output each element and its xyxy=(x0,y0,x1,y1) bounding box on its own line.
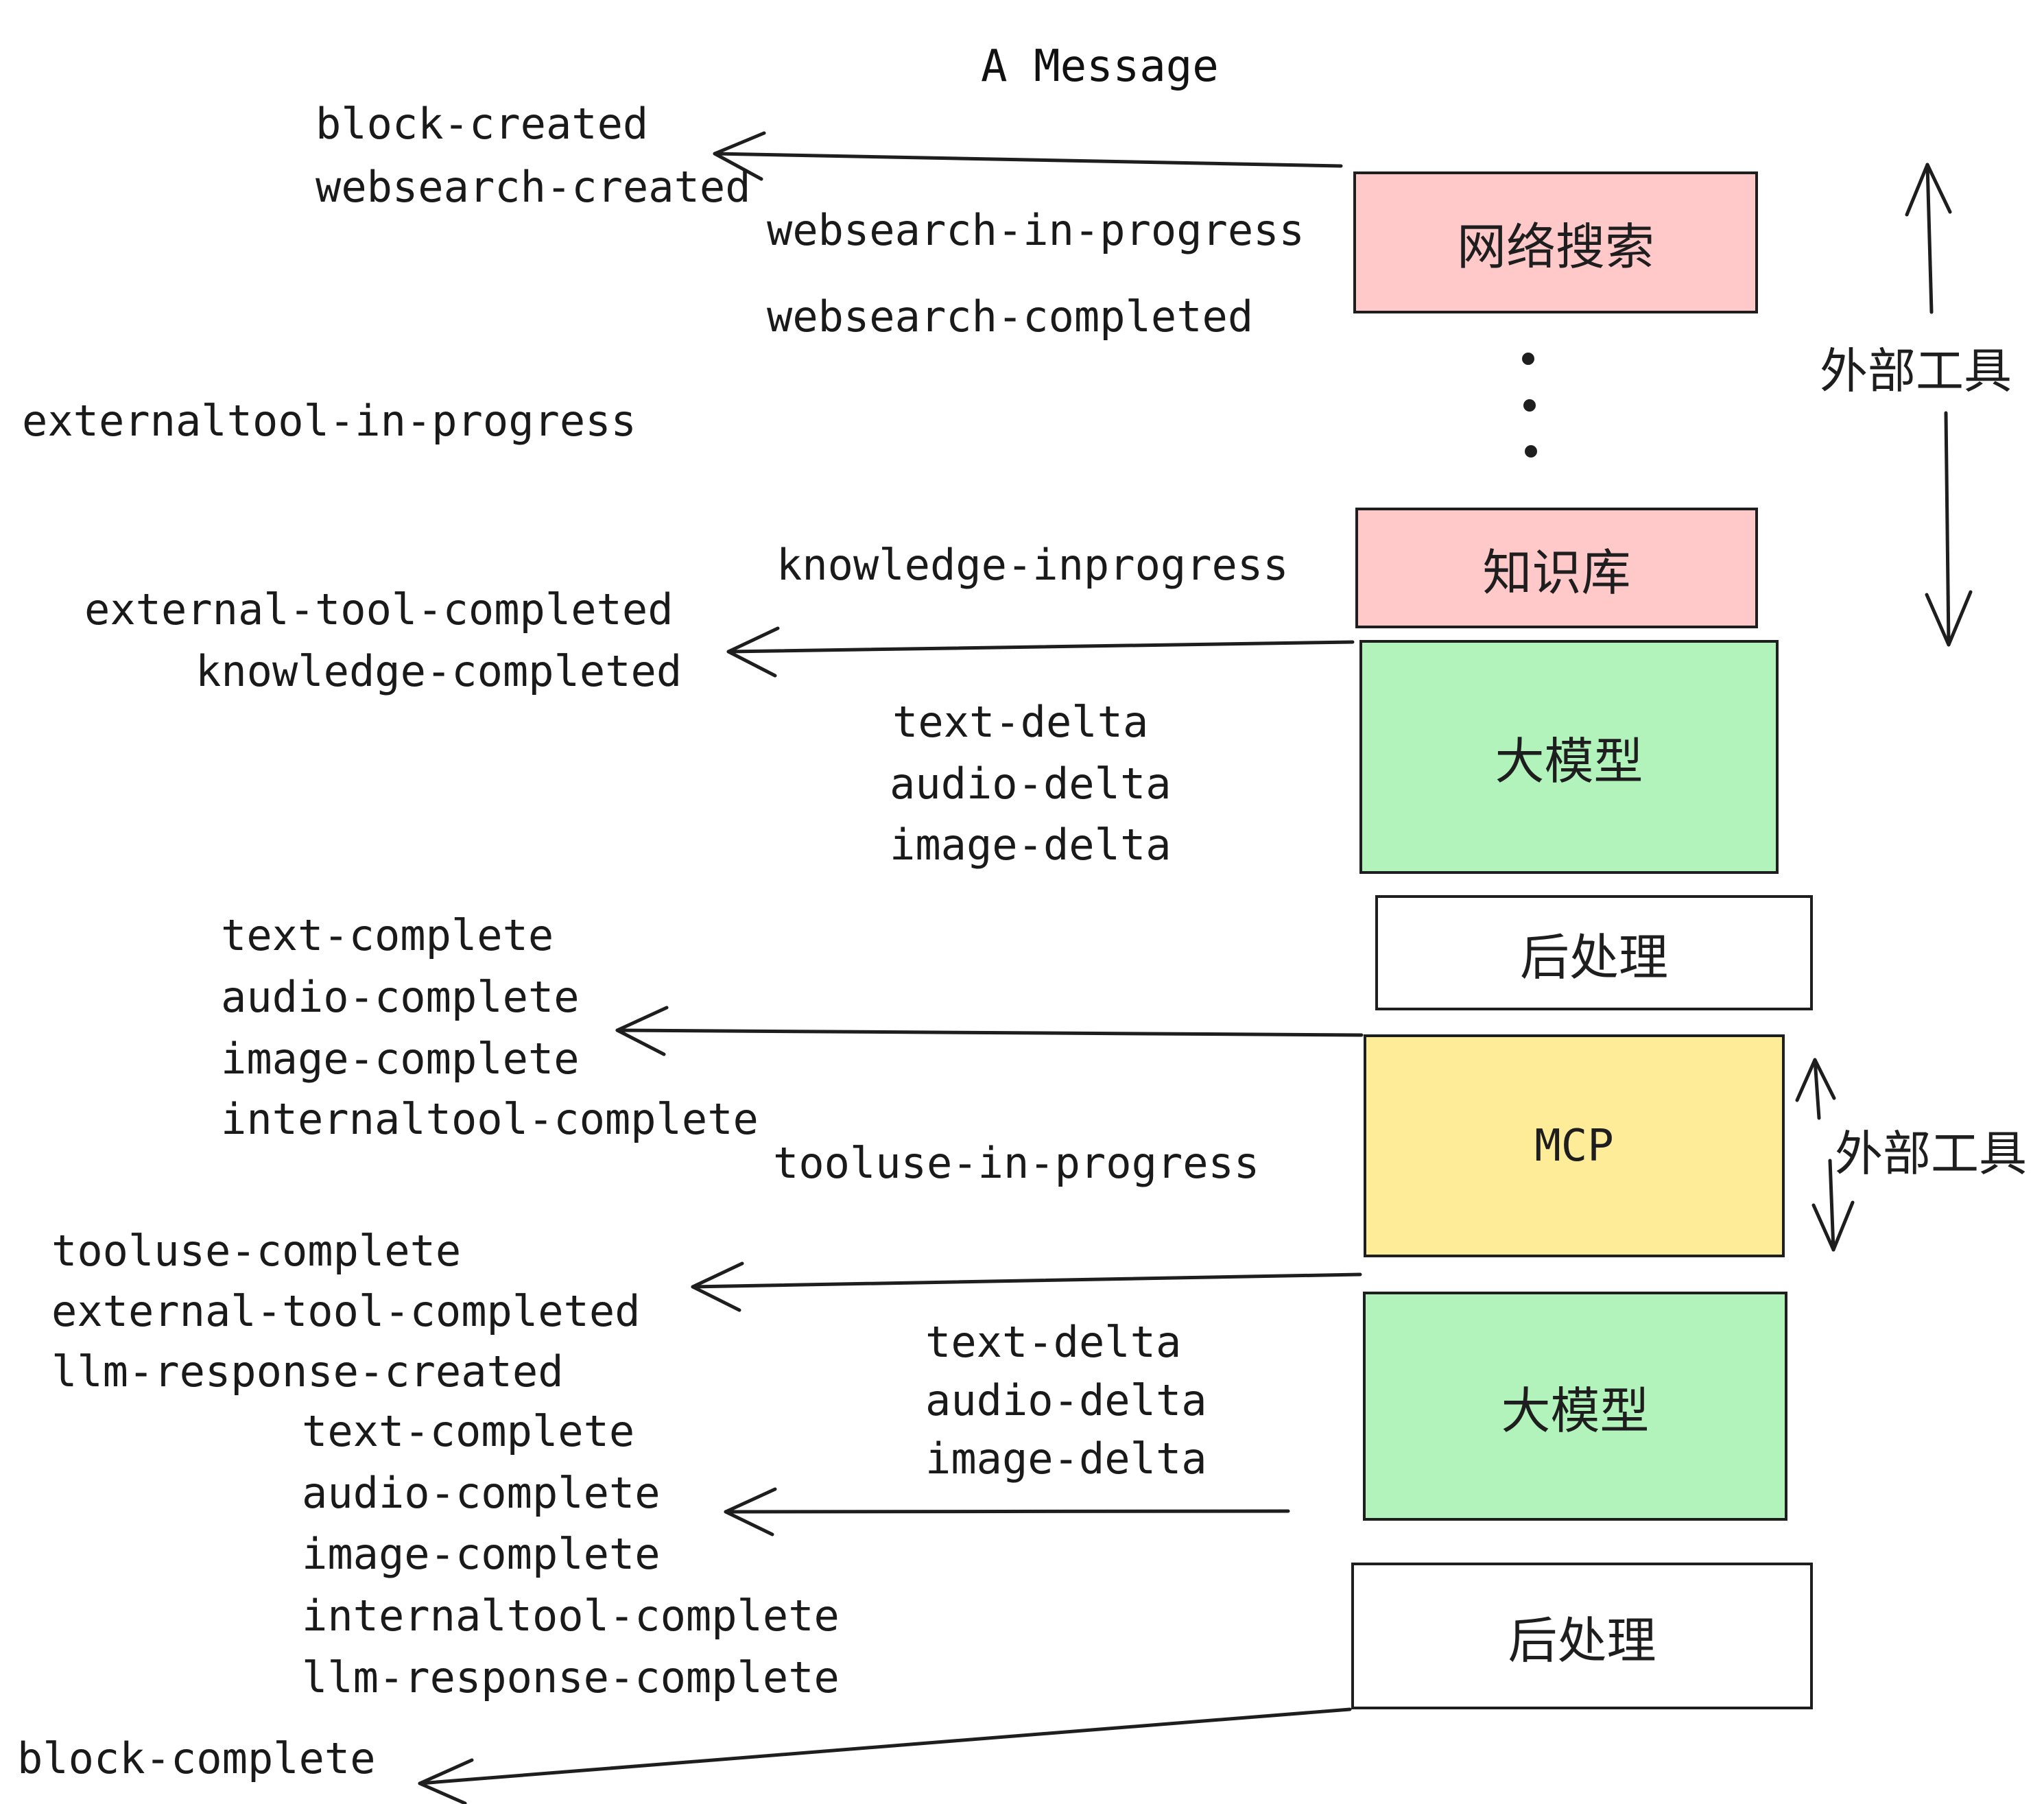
ellipsis-dots xyxy=(1522,353,1537,458)
node-llm-1: 大模型 xyxy=(1359,640,1779,874)
arrow-mcp-external-down xyxy=(1811,1159,1855,1252)
node-websearch: 网络搜索 xyxy=(1353,171,1758,313)
event-label-audio-delta-1: audio-delta xyxy=(890,759,1172,809)
event-label-block-complete: block-complete xyxy=(17,1733,376,1783)
event-label-websearch-completed: websearch-completed xyxy=(767,292,1254,342)
node-websearch-label: 网络搜索 xyxy=(1456,218,1654,276)
arrow-llm2-to-audio-complete xyxy=(724,1487,1290,1536)
arrow-external-tools-up xyxy=(1905,163,1952,314)
event-label-tooluse-complete: tooluse-complete xyxy=(51,1226,462,1276)
event-label-text-complete-1: text-complete xyxy=(221,910,554,960)
diagram-title: A Message xyxy=(981,41,1219,92)
event-label-audio-complete-1: audio-complete xyxy=(221,972,580,1022)
event-label-external-tool-completed-1: external-tool-completed xyxy=(84,584,674,634)
node-llm-2: 大模型 xyxy=(1363,1292,1787,1521)
arrow-mcp-external-up xyxy=(1795,1058,1836,1120)
node-mcp: MCP xyxy=(1364,1034,1785,1257)
node-postprocess-1: 后处理 xyxy=(1375,895,1813,1010)
event-label-image-delta-1: image-delta xyxy=(890,820,1172,870)
event-label-text-delta-2: text-delta xyxy=(925,1317,1182,1367)
event-label-audio-complete-2: audio-complete xyxy=(302,1468,661,1518)
event-label-image-complete-2: image-complete xyxy=(302,1529,661,1579)
event-label-tooluse-in-progress: tooluse-in-progress xyxy=(773,1138,1260,1188)
event-label-image-delta-2: image-delta xyxy=(925,1434,1207,1484)
event-label-llm-response-created: llm-response-created xyxy=(51,1346,564,1397)
arrow-websearch-to-block-created xyxy=(713,131,1343,181)
event-label-websearch-in-progress: websearch-in-progress xyxy=(767,205,1305,255)
event-label-externaltool-in-progress: externaltool-in-progress xyxy=(22,396,637,446)
event-label-text-delta-1: text-delta xyxy=(892,697,1149,747)
external-tools-label-mcp: 外部工具 xyxy=(1835,1126,2027,1182)
event-label-websearch-created: websearch-created xyxy=(316,162,751,212)
event-label-llm-response-complete: llm-response-complete xyxy=(302,1652,840,1702)
event-label-external-tool-completed-2: external-tool-completed xyxy=(51,1286,641,1336)
event-label-knowledge-completed: knowledge-completed xyxy=(195,646,682,696)
event-label-image-complete-1: image-complete xyxy=(221,1034,580,1084)
event-label-text-complete-2: text-complete xyxy=(302,1406,635,1456)
event-label-internaltool-complete-2: internaltool-complete xyxy=(302,1591,840,1641)
event-label-internaltool-complete-1: internaltool-complete xyxy=(221,1094,759,1144)
arrow-llm2-to-tooluse-complete xyxy=(691,1261,1362,1312)
event-label-knowledge-inprogress: knowledge-inprogress xyxy=(776,540,1289,590)
external-tools-label-top: 外部工具 xyxy=(1820,343,2012,399)
event-label-audio-delta-2: audio-delta xyxy=(925,1375,1207,1425)
event-label-block-created: block-created xyxy=(316,99,649,149)
arrow-external-tools-down xyxy=(1925,411,1973,647)
node-postprocess-2: 后处理 xyxy=(1351,1563,1813,1709)
arrow-mcp-to-image-complete xyxy=(615,1006,1364,1056)
node-postprocess-1-label: 后处理 xyxy=(1519,928,1668,986)
node-knowledge-label: 知识库 xyxy=(1482,543,1631,602)
arrow-knowledge-to-knowledge-completed xyxy=(726,626,1355,678)
node-llm-2-label: 大模型 xyxy=(1501,1381,1650,1440)
node-postprocess-2-label: 后处理 xyxy=(1508,1611,1656,1670)
node-knowledge: 知识库 xyxy=(1355,508,1758,628)
node-mcp-label: MCP xyxy=(1534,1120,1614,1172)
arrow-postprocess2-to-block-complete xyxy=(418,1707,1352,1804)
node-llm-1-label: 大模型 xyxy=(1495,733,1643,790)
